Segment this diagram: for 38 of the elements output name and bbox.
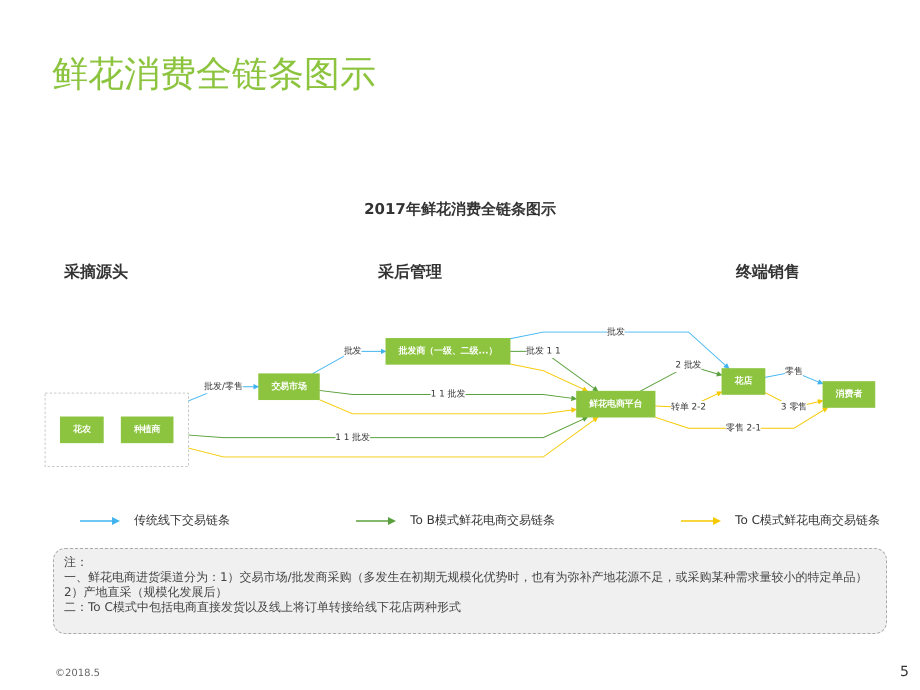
- edge-label: 3 零售: [780, 402, 808, 412]
- legend-text: To C模式鲜花电商交易链条: [735, 512, 880, 529]
- edge-label: 2 批发: [675, 360, 702, 370]
- arrow: [510, 332, 730, 369]
- edge-label: 零售 2-1: [726, 422, 761, 434]
- legend-text: 传统线下交易链条: [134, 512, 230, 529]
- node-box: 花店: [722, 368, 766, 395]
- node-box: 批发商（一级、二级...）: [386, 338, 510, 365]
- node-box: 消费者: [822, 381, 876, 408]
- page-title: 鲜花消费全链条图示: [52, 53, 376, 97]
- stage-heading: 终端销售: [736, 262, 800, 283]
- arrow: [318, 399, 577, 414]
- note-text: 一、鲜花电商进货渠道分为：1）交易市场/批发商采购（多发生在初期无规模化优势时，也有为弥补产地花源不足，或采购某种需求量较小的特定单品）2）产地直采（规模化发展后）: [64, 570, 869, 600]
- node-box: 花农: [60, 416, 104, 444]
- edge-label: 零售: [785, 366, 803, 377]
- node-box: 种植商: [120, 416, 174, 444]
- arrow: [312, 348, 386, 374]
- edge-label: 批发: [344, 346, 362, 356]
- arrow: [188, 416, 588, 438]
- legend-text: To B模式鲜花电商交易链条: [410, 512, 555, 529]
- edge-label: 批发 1 1: [526, 346, 561, 356]
- page-number: 5: [900, 664, 909, 680]
- edge-label: 转单 2-2: [670, 402, 706, 412]
- cluster: [44, 392, 189, 467]
- stage-heading: 采摘源头: [64, 262, 128, 283]
- note-text: 注：: [64, 555, 89, 570]
- copyright: ©2018.5: [55, 668, 100, 679]
- note-text: 二：To C模式中包括电商直接发货以及线上将订单转接给线下花店两种形式: [64, 600, 462, 615]
- node-box: 鲜花电商平台: [576, 390, 656, 418]
- edge-label: 批发/零售: [204, 381, 243, 392]
- node-box: 交易市场: [258, 373, 320, 400]
- edge-label: 1 1 批发: [335, 432, 370, 442]
- subtitle: 2017年鲜花消费全链条图示: [363, 200, 557, 219]
- edge-label: 批发: [606, 326, 625, 337]
- edge-label: 1 1 批发: [430, 389, 466, 400]
- arrow: [188, 416, 598, 458]
- arrow: [510, 364, 588, 392]
- stage-heading: 采后管理: [378, 262, 442, 283]
